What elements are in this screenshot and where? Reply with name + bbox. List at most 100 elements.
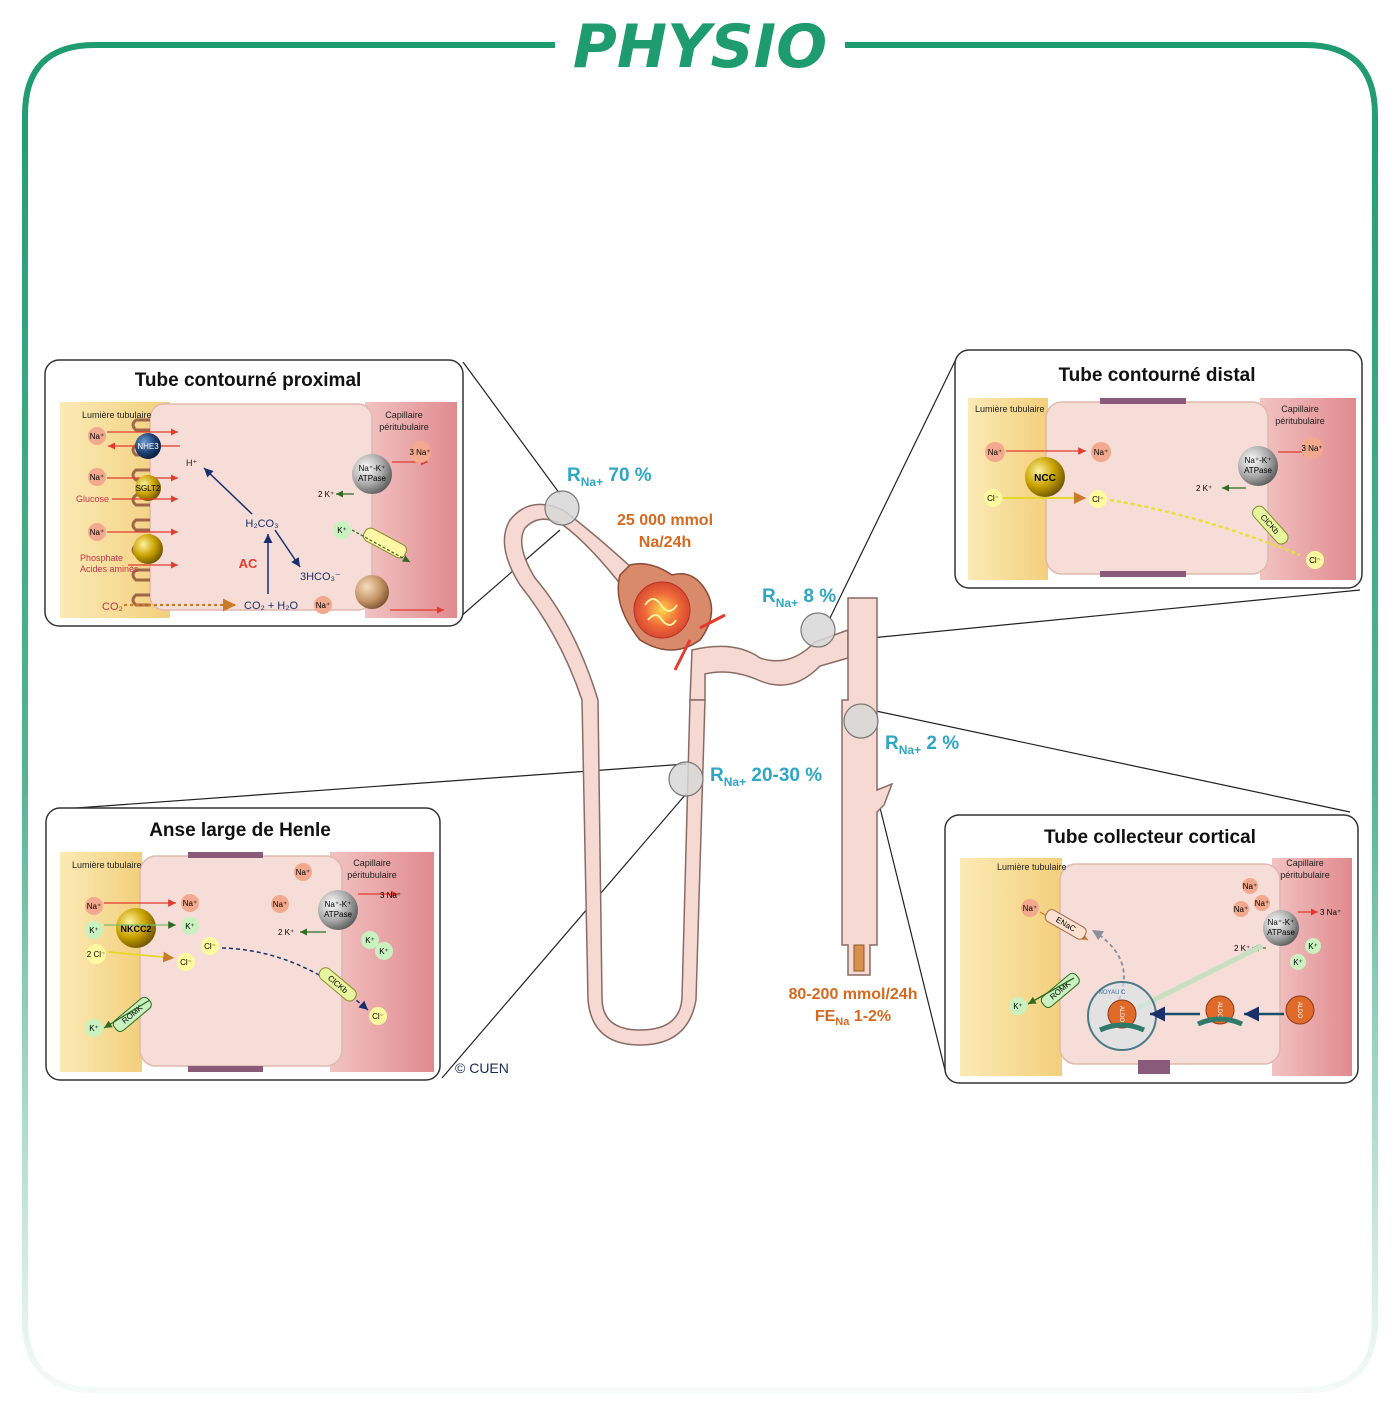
henle-k-lumen: K⁺ xyxy=(89,926,99,935)
henle-pump-2: ATPase xyxy=(324,910,352,919)
fe-main: FE xyxy=(815,1008,836,1025)
henle-k-out-lumen: K⁺ xyxy=(89,1024,99,1033)
henle-na-a: Na⁺ xyxy=(296,868,310,877)
distal-pump-1: Na⁺-K⁺ xyxy=(1245,456,1272,465)
collecting-aldo-2: ALDO xyxy=(1216,1002,1222,1019)
henle-na-cell: Na⁺ xyxy=(183,899,197,908)
henle-k-cell: K⁺ xyxy=(185,922,195,931)
fe-value: 1-2% xyxy=(849,1008,891,1025)
distal-cl-lumen: Cl⁻ xyxy=(987,494,999,503)
distal-lumen-label: Lumière tubulaire xyxy=(975,404,1045,414)
collecting-na-c3: Na⁺ xyxy=(1234,905,1248,914)
proximal-phosphate: Phosphate xyxy=(80,553,123,563)
henle-cap-label-1: Capillaire xyxy=(353,858,391,868)
fe-sub: Na xyxy=(835,1016,850,1028)
proximal-na-3: Na⁺ xyxy=(90,528,104,537)
panel-distal: Tube contourné distal Lumière tubulaire … xyxy=(954,349,1363,589)
collecting-lumen-label: Lumière tubulaire xyxy=(997,862,1067,872)
proximal-cap-label-2: péritubulaire xyxy=(379,422,429,432)
excretion-label: 80-200 mmol/24h FENa 1-2% xyxy=(789,986,918,1028)
proximal-k2-in: 2 K⁺ xyxy=(318,490,334,499)
filtration-line2: Na/24h xyxy=(639,534,691,551)
collecting-noyau: NOYAU C xyxy=(1099,990,1127,996)
collecting-k-b2: K⁺ xyxy=(1293,958,1303,967)
frame-border xyxy=(22,42,1378,1393)
collecting-cap-label-2: péritubulaire xyxy=(1280,870,1330,880)
proximal-amino: Acides aminés xyxy=(80,564,139,574)
proximal-glucose: Glucose xyxy=(76,494,109,504)
henle-lumen-label: Lumière tubulaire xyxy=(72,860,142,870)
proximal-na-2: Na⁺ xyxy=(90,473,104,482)
panel-proximal-title: Tube contourné proximal xyxy=(135,370,362,391)
collecting-na3-out: 3 Na⁺ xyxy=(1320,908,1341,917)
henle-nkcc2: NKCC2 xyxy=(120,924,151,934)
panel-proximal: Tube contourné proximal Lumière tubulair… xyxy=(44,359,464,627)
distal-na-lumen: Na⁺ xyxy=(988,448,1002,457)
proximal-co2-left: CO₂ xyxy=(102,601,123,613)
henle-na-lumen: Na⁺ xyxy=(87,902,101,911)
proximal-h: H⁺ xyxy=(186,458,197,468)
proximal-cap-label-1: Capillaire xyxy=(385,410,423,420)
collecting-na-c2: Na⁺ xyxy=(1255,899,1269,908)
henle-cl-cell-2: Cl⁻ xyxy=(204,942,216,951)
proximal-pump-2: ATPase xyxy=(358,474,386,483)
distal-cap-label-1: Capillaire xyxy=(1281,404,1319,414)
panel-distal-title: Tube contourné distal xyxy=(1058,365,1255,386)
distal-na3-out: 3 Na⁺ xyxy=(1301,444,1322,453)
henle-na3-out: 3 Na⁺ xyxy=(380,891,401,900)
rna-henle: RNa+ 20-30 % xyxy=(710,765,822,789)
excretion-line1: 80-200 mmol/24h xyxy=(789,986,918,1003)
distal-pump-2: ATPase xyxy=(1244,466,1272,475)
panel-henle-title: Anse large de Henle xyxy=(149,820,331,841)
rna-proximal: RNa+ 70 % xyxy=(567,465,652,489)
collecting-pump-2: ATPase xyxy=(1267,928,1295,937)
copyright: © CUEN xyxy=(455,1060,509,1076)
henle-cap-label-2: péritubulaire xyxy=(347,870,397,880)
panel-collecting-title: Tube collecteur cortical xyxy=(1044,827,1256,848)
collecting-aldo-3: ALDO xyxy=(1296,1002,1302,1019)
nephron xyxy=(503,490,894,1046)
henle-pump-1: Na⁺-K⁺ xyxy=(325,900,352,909)
proximal-na3-out: 3 Na⁺ xyxy=(409,448,430,457)
henle-na-b: Na⁺ xyxy=(273,900,287,909)
distal-k2-in: 2 K⁺ xyxy=(1196,484,1212,493)
collecting-k2-in: 2 K⁺ xyxy=(1234,944,1250,953)
panel-henle: Anse large de Henle Lumière tubulaire Ca… xyxy=(45,807,441,1081)
proximal-k-out: K⁺ xyxy=(337,526,347,535)
henle-k-b2: K⁺ xyxy=(379,947,389,956)
collecting-aldo-1: ALDO xyxy=(1118,1006,1124,1023)
collecting-cap-label-1: Capillaire xyxy=(1286,858,1324,868)
distal-na-cell: Na⁺ xyxy=(1094,448,1108,457)
henle-k-b1: K⁺ xyxy=(365,936,375,945)
proximal-na-1: Na⁺ xyxy=(90,432,104,441)
proximal-hco3: 3HCO₃⁻ xyxy=(300,571,341,583)
filtration-label: 25 000 mmol Na/24h xyxy=(617,512,713,551)
henle-cl2-lumen: 2 Cl⁻ xyxy=(87,950,105,959)
collecting-na-lumen: Na⁺ xyxy=(1023,904,1037,913)
proximal-na-4: Na⁺ xyxy=(316,601,330,610)
distal-cap-label-2: péritubulaire xyxy=(1275,416,1325,426)
collecting-k-b1: K⁺ xyxy=(1308,942,1318,951)
proximal-nhe3: NHE3 xyxy=(137,442,159,451)
proximal-h2co3: H₂CO₃ xyxy=(245,518,278,530)
filtration-line1: 25 000 mmol xyxy=(617,512,713,529)
henle-k2-in: 2 K⁺ xyxy=(278,928,294,937)
svg-text:FENa 1-2%: FENa 1-2% xyxy=(815,1008,891,1028)
distal-ncc: NCC xyxy=(1034,473,1056,484)
rna-collecting: RNa+ 2 % xyxy=(885,733,959,757)
distal-cl-blood: Cl⁻ xyxy=(1309,556,1321,565)
henle-cl-blood: Cl⁻ xyxy=(372,1012,384,1021)
proximal-lumen-label: Lumière tubulaire xyxy=(82,410,152,420)
distal-cl-cell: Cl⁻ xyxy=(1092,495,1104,504)
henle-cl-cell: Cl⁻ xyxy=(180,958,192,967)
panel-collecting: Tube collecteur cortical Lumière tubulai… xyxy=(944,814,1359,1084)
header-title: PHYSIO xyxy=(573,12,827,82)
proximal-sglt2: SGLT2 xyxy=(136,484,161,493)
proximal-co2-h2o: CO₂ + H₂O xyxy=(244,600,299,612)
collecting-pump-1: Na⁺-K⁺ xyxy=(1268,918,1295,927)
collecting-k-out-lumen: K⁺ xyxy=(1013,1002,1023,1011)
proximal-pump-1: Na⁺-K⁺ xyxy=(359,464,386,473)
rna-distal: RNa+ 8 % xyxy=(762,586,836,610)
